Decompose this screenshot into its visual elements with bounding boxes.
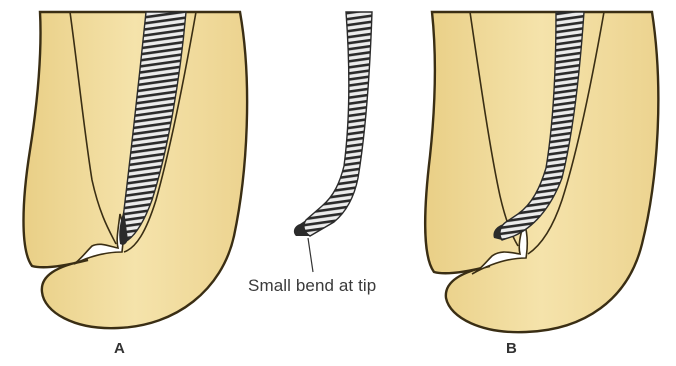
panel-label-b: B: [506, 340, 517, 357]
panel-b: [425, 12, 658, 332]
center-file: [304, 12, 372, 236]
panel-label-a: A: [114, 340, 125, 357]
center-file-group: [294, 12, 372, 272]
annotation-small-bend-at-tip: Small bend at tip: [248, 276, 376, 296]
root-body-b: [425, 12, 658, 332]
annotation-leader-line: [308, 238, 313, 272]
panel-a: [24, 12, 248, 328]
